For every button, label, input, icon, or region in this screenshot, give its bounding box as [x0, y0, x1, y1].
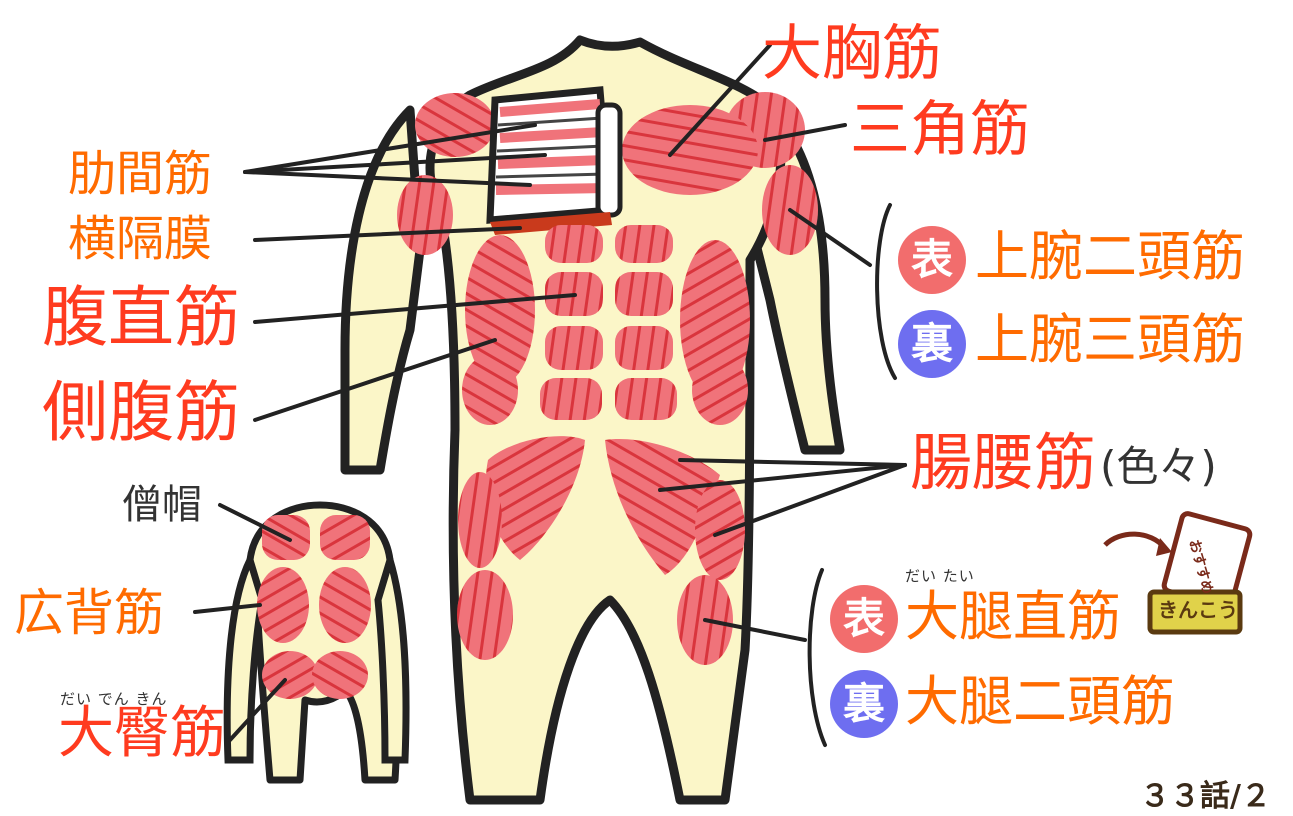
label-daitainitoukin: 大腿二頭筋 — [905, 670, 1175, 733]
label-jowansantoukin: 上腕三頭筋 — [975, 308, 1245, 371]
label-daitaichokukin: 大腿直筋 — [905, 585, 1121, 648]
leader-lines — [193, 43, 907, 747]
label-rokkankin: 肋間筋 — [68, 146, 213, 202]
label-jowannitoukin: 上腕二頭筋 — [975, 225, 1245, 288]
back-badge-leg: 裏 — [830, 670, 898, 738]
deltoid-muscle-left — [415, 93, 495, 157]
label-sokufukukin: 側腹筋 — [42, 374, 240, 451]
iliopsoas-muscle — [485, 436, 585, 560]
page-number: ３３話/２ — [1140, 779, 1271, 814]
back-body — [223, 501, 410, 784]
label-oukakumaku: 横隔膜 — [68, 211, 213, 267]
ruby-daitai: だい たい — [905, 567, 975, 585]
pectoral-muscle — [622, 105, 758, 195]
label-chouyoukin: 腸腰筋 — [910, 426, 1097, 499]
label-soubou: 僧帽 — [122, 482, 202, 528]
label-daidenkin: 大臀筋 — [58, 701, 226, 766]
back-badge-arm: 裏 — [898, 310, 966, 378]
label-fukuchokukin: 腹直筋 — [42, 279, 240, 356]
recommend-sticker — [1103, 511, 1253, 635]
latissimus-muscle — [257, 567, 309, 643]
iliopsoas-muscle-right — [605, 439, 720, 575]
sticker-bottom-text: きんこう — [1158, 598, 1238, 622]
label-sankakukin: 三角筋 — [850, 95, 1030, 165]
arm-muscle-left — [397, 175, 453, 255]
quadriceps-muscle-left — [457, 570, 513, 660]
label-kouhaikin: 広背筋 — [14, 584, 164, 642]
gluteus-muscle — [262, 651, 318, 699]
ruby-daiden: だい でん きん — [60, 690, 168, 708]
front-badge-arm: 表 — [898, 226, 966, 294]
front-badge-leg: 表 — [830, 585, 898, 653]
label-chouyoukin-note: (色々) — [1100, 442, 1217, 491]
oblique-muscle — [465, 235, 535, 385]
sternum — [595, 102, 623, 218]
label-daikyokin: 大胸筋 — [762, 19, 942, 89]
front-body — [340, 35, 845, 805]
